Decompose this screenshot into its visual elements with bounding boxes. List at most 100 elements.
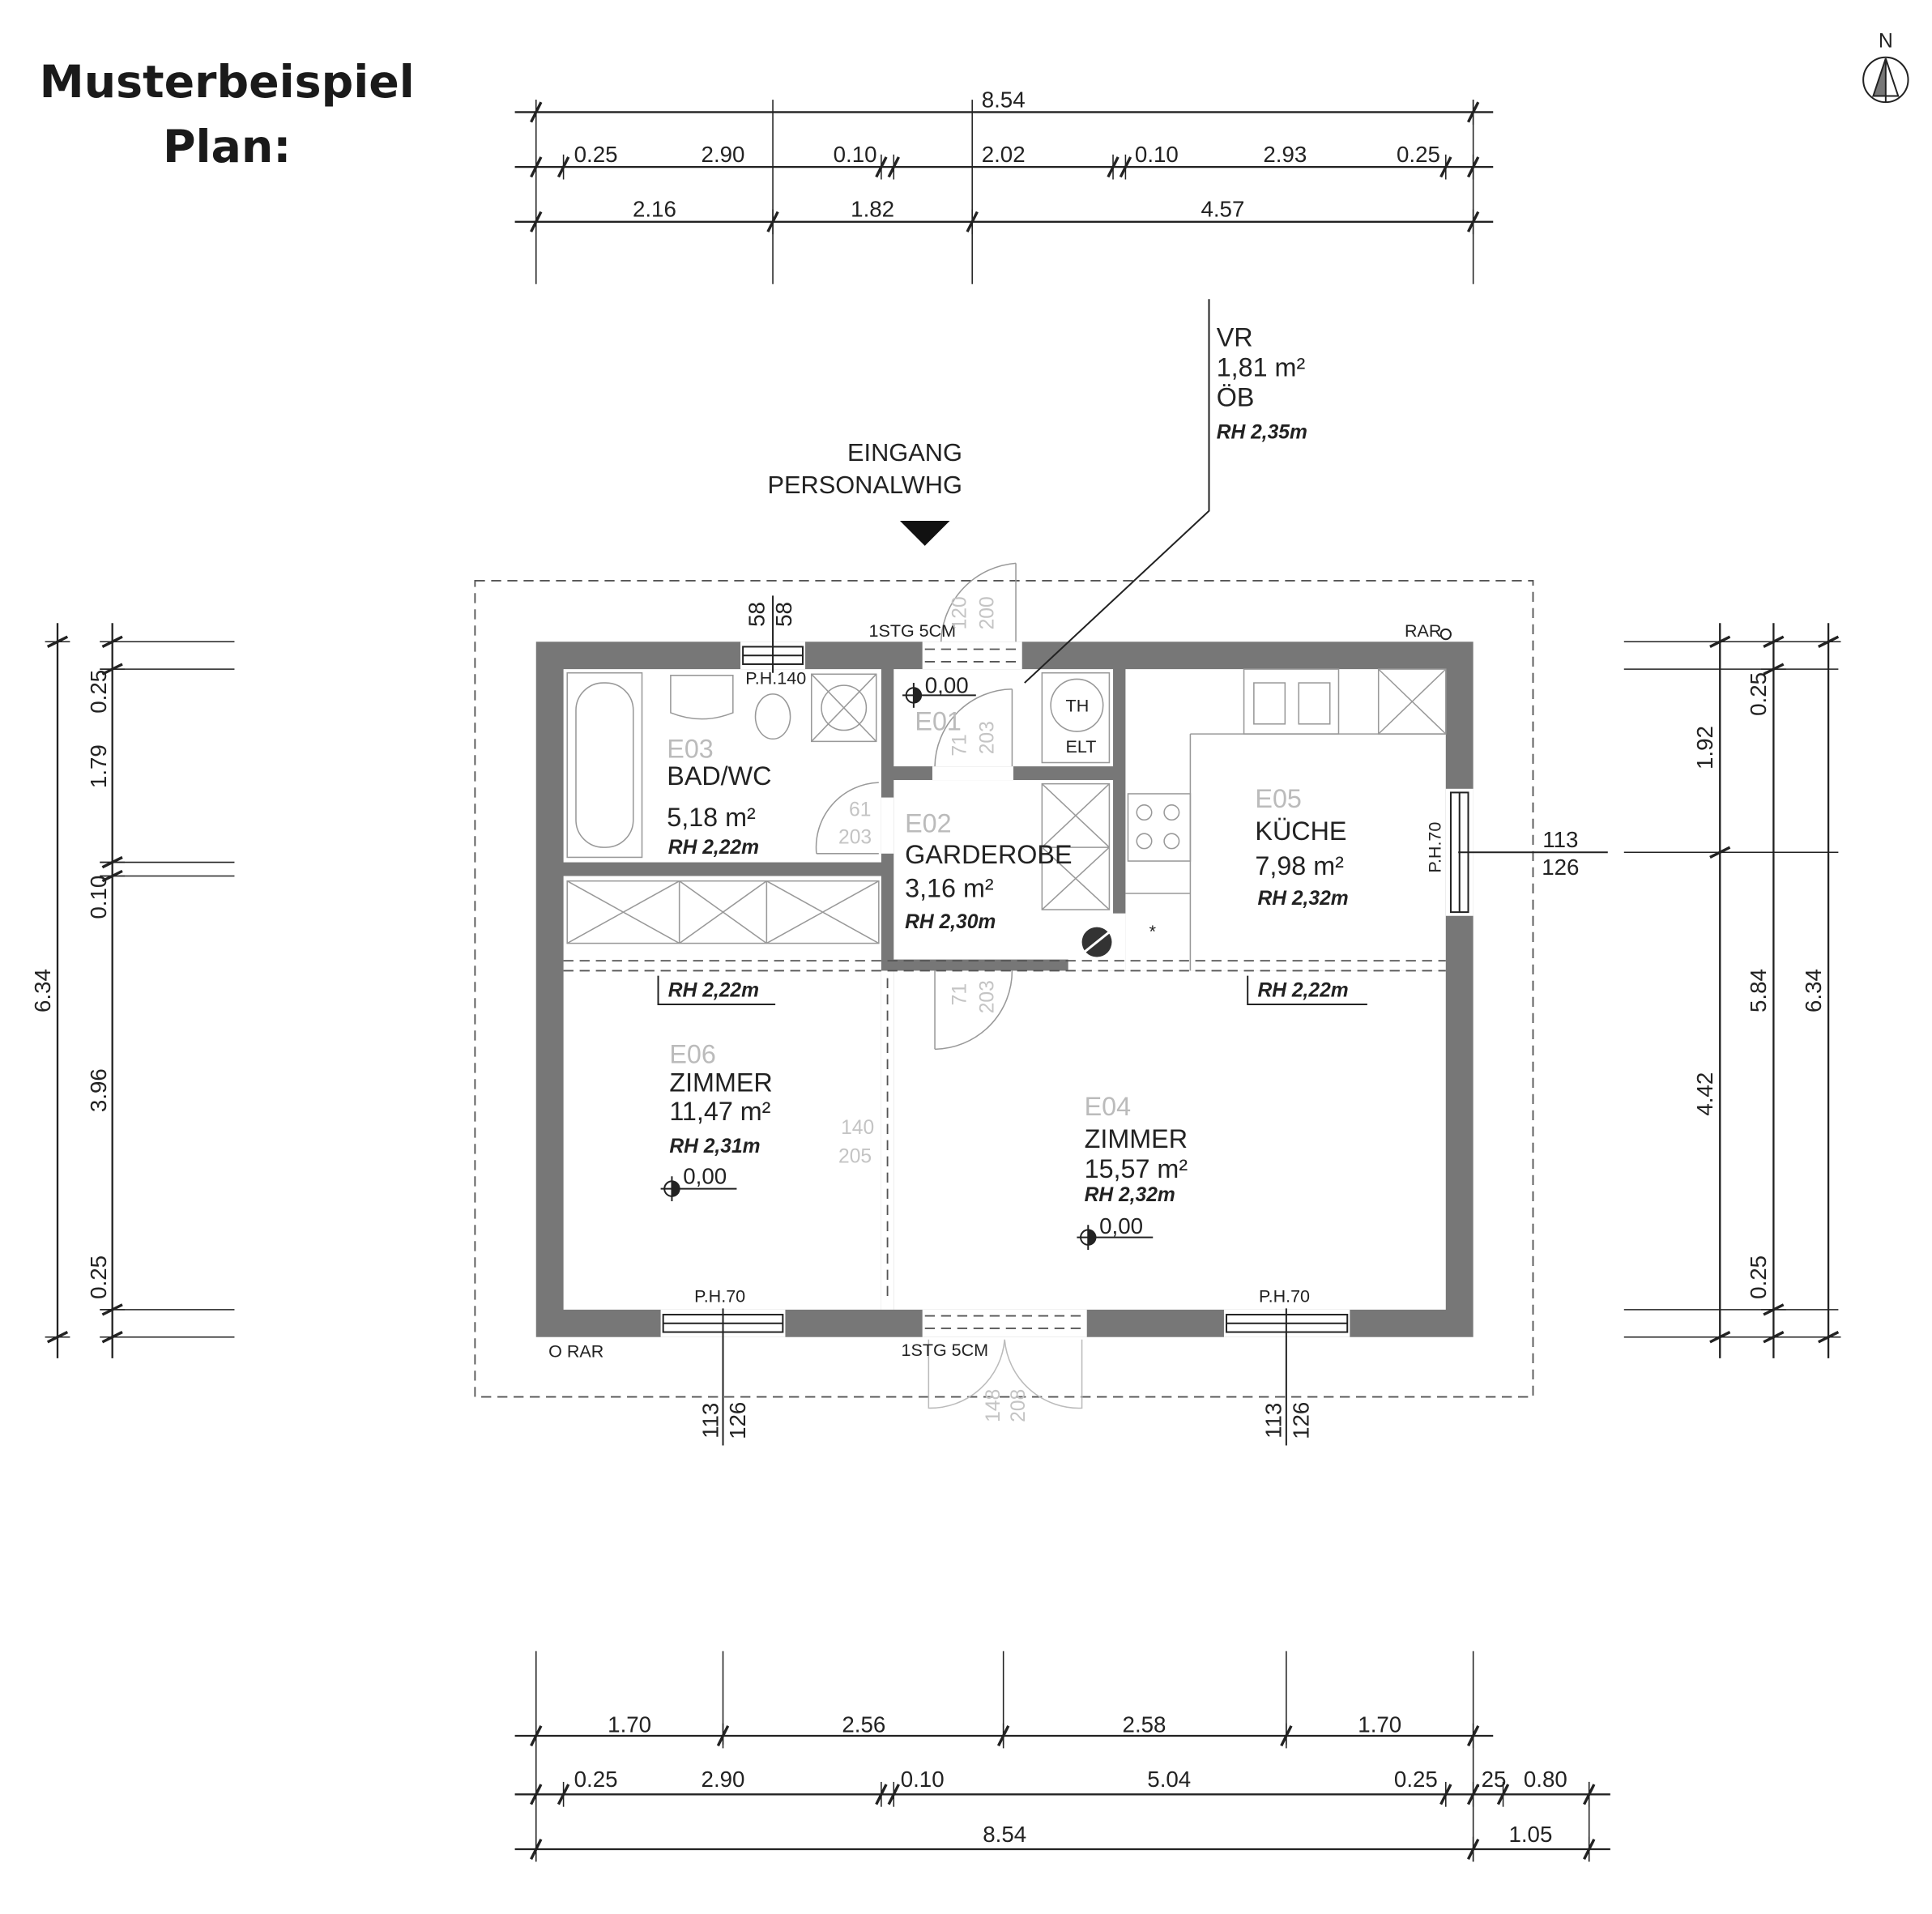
dim-top-axis: 4.57 xyxy=(1201,197,1244,222)
left-dimensions: 6.34 0.25 1.79 0.10 3.96 0.25 xyxy=(30,670,111,1299)
window-dim: 113 xyxy=(1261,1403,1286,1439)
dim-bottom-axis: 1.70 xyxy=(1358,1712,1401,1737)
room-e03-floor xyxy=(563,669,881,863)
dim-bottom-axis: 2.56 xyxy=(842,1712,885,1737)
room-e05: E05 KÜCHE 7,98 m² RH 2,32m xyxy=(1255,784,1348,910)
window-dim: 126 xyxy=(1289,1402,1314,1439)
room-name: ZIMMER xyxy=(1085,1124,1188,1153)
dim-right-middle: 0.25 xyxy=(1746,1255,1771,1299)
room-e01-floor xyxy=(893,669,1114,767)
door-dim: 203 xyxy=(976,721,998,754)
step-note-bottom: 1STG 5CM xyxy=(902,1341,989,1360)
dim-right-outer: 6.34 xyxy=(1801,969,1826,1012)
dim-bottom-detail: .25 xyxy=(1475,1767,1507,1792)
elt-label: ELT xyxy=(1066,737,1097,757)
door-dim: 148 xyxy=(983,1389,1004,1422)
dim-top-detail: 0.25 xyxy=(574,142,618,167)
dim-bottom-overall: 1.05 xyxy=(1508,1822,1552,1847)
dim-top-axis: 1.82 xyxy=(851,197,894,222)
window-label-kitchen: P.H.70 xyxy=(1426,822,1445,873)
room-id: E02 xyxy=(905,809,951,838)
level-mark: 0,00 xyxy=(683,1163,727,1188)
rar-top: RAR xyxy=(1405,621,1441,641)
window-label-e06: P.H.70 xyxy=(694,1287,745,1307)
dim-right-middle: 0.25 xyxy=(1746,672,1771,716)
entrance-label-1: EINGANG xyxy=(847,438,962,467)
dim-bottom-detail: 0.25 xyxy=(574,1767,618,1792)
dim-bottom-detail: 5.04 xyxy=(1147,1767,1191,1792)
dim-left-detail: 3.96 xyxy=(86,1068,111,1112)
window-dim: 126 xyxy=(725,1402,750,1439)
north-label: N xyxy=(1879,30,1893,52)
window-dim: 58 xyxy=(744,602,769,627)
th-label: TH xyxy=(1066,696,1090,715)
door-dim: 203 xyxy=(976,980,998,1013)
dim-left-detail: 0.25 xyxy=(86,670,111,714)
room-height: RH 2,32m xyxy=(1085,1184,1175,1206)
room-name: KÜCHE xyxy=(1255,816,1346,846)
entrance-arrow-icon xyxy=(899,521,950,546)
dim-right-inner: 1.92 xyxy=(1692,726,1717,769)
dim-top-detail: 2.90 xyxy=(702,142,745,167)
dim-bottom-detail: 2.90 xyxy=(702,1767,745,1792)
dim-bottom-axis: 2.58 xyxy=(1123,1712,1166,1737)
dim-top-detail: 0.10 xyxy=(834,142,877,167)
toilet-icon xyxy=(754,693,791,740)
dim-top-axis: 2.16 xyxy=(633,197,676,222)
dim-left-detail: 0.25 xyxy=(86,1255,111,1299)
room-height: RH 2,32m xyxy=(1257,888,1348,910)
vr-id: VR xyxy=(1217,323,1253,352)
room-e06: E06 ZIMMER 11,47 m² RH 2,31m 0,00 xyxy=(669,1039,772,1188)
stove-icon xyxy=(1127,793,1192,862)
dim-bottom-detail: 0.25 xyxy=(1394,1767,1438,1792)
window-label-bath: P.H.140 xyxy=(745,669,806,688)
dim-top-detail: 2.02 xyxy=(982,142,1026,167)
vr-leader-line xyxy=(1024,299,1210,684)
dim-bottom-axis: 1.70 xyxy=(608,1712,651,1737)
dim-left-detail: 1.79 xyxy=(86,744,111,788)
roof-outline xyxy=(474,579,1534,1398)
door-dim: 71 xyxy=(949,734,971,756)
door-dim: 120 xyxy=(949,596,971,629)
room-e01: E01 0,00 xyxy=(915,672,968,735)
shower-icon xyxy=(810,673,877,743)
room-id: E01 xyxy=(915,707,961,736)
title-line-2: Plan: xyxy=(163,121,292,173)
dim-bottom-detail: 0.80 xyxy=(1524,1767,1567,1792)
door-dim: 200 xyxy=(976,596,998,629)
room-name: BAD/WC xyxy=(667,761,771,791)
window-dim: 113 xyxy=(1542,827,1578,852)
room-e06-floor xyxy=(563,876,881,1310)
room-height: RH 2,22m xyxy=(668,837,759,859)
room-height: RH 2,30m xyxy=(905,911,996,933)
room-id: E05 xyxy=(1255,784,1301,813)
title-line-1: Musterbeispiel xyxy=(40,57,415,109)
room-area: 5,18 m² xyxy=(667,803,756,832)
door-dim: 61 xyxy=(849,799,871,821)
right-dimensions: 1.92 4.42 0.25 5.84 0.25 6.34 xyxy=(1692,672,1826,1299)
dim-right-middle: 5.84 xyxy=(1746,969,1771,1012)
room-name: GARDEROBE xyxy=(905,840,1072,869)
fridge-icon: * xyxy=(1149,922,1157,941)
sub-height-label: RH 2,22m xyxy=(668,980,759,1002)
dim-bottom-overall: 8.54 xyxy=(983,1822,1026,1847)
bathtub-icon xyxy=(566,671,643,859)
door-dim: 205 xyxy=(838,1145,872,1167)
windows xyxy=(662,595,1608,1446)
sub-height-label: RH 2,22m xyxy=(1257,980,1348,1002)
door-dim: 71 xyxy=(949,983,971,1005)
door-dim: 203 xyxy=(838,827,872,849)
fixtures: TH ELT * xyxy=(566,668,1447,971)
room-name: ZIMMER xyxy=(669,1068,772,1098)
dim-bottom-detail: 0.10 xyxy=(901,1767,945,1792)
room-height: RH 2,31m xyxy=(669,1136,760,1157)
room-area: 3,16 m² xyxy=(905,874,994,903)
dim-top-detail: 2.93 xyxy=(1263,142,1307,167)
room-e04: E04 ZIMMER 15,57 m² RH 2,32m 0,00 xyxy=(1085,1092,1188,1238)
vr-area: 1,81 m² xyxy=(1217,353,1306,382)
door-dim: 208 xyxy=(1008,1389,1030,1422)
room-id: E04 xyxy=(1085,1092,1132,1121)
doors xyxy=(563,562,1446,1409)
level-mark: 0,00 xyxy=(1099,1213,1143,1238)
